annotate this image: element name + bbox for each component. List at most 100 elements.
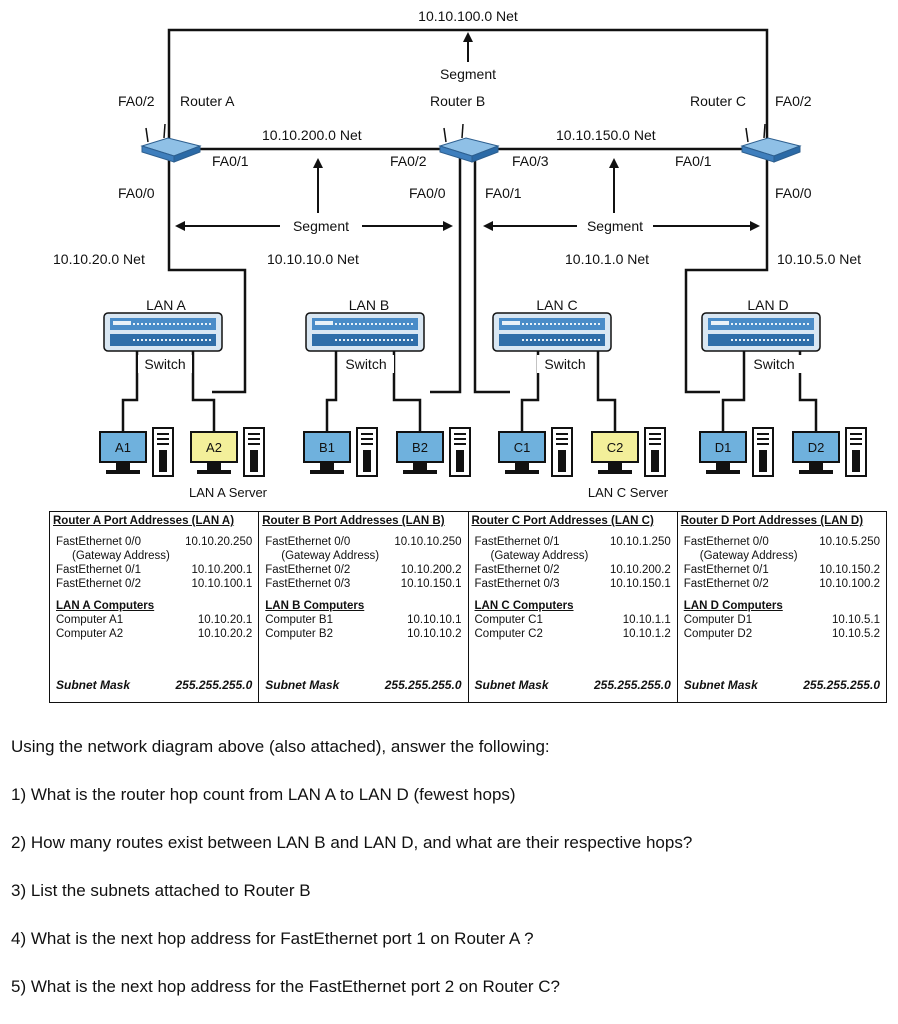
gateway-note: (Gateway Address) [490,550,589,562]
switch-a-label: Switch [144,356,185,372]
column-header: Router B Port Addresses (LAN B) [262,515,445,527]
router-b-fa01-label: FA0/1 [485,185,522,201]
lan-b-label: LAN B [349,297,389,313]
router-a-fa02-label: FA0/2 [118,93,155,109]
net-a-lan-label: 10.10.20.0 Net [53,251,145,267]
router-b-column: Router B Port Addresses (LAN B) FastEthe… [258,512,467,702]
router-a-fa01-label: FA0/1 [212,153,249,169]
question-2: 2) How many routes exist between LAN B a… [11,833,693,852]
computer-d2-icon: D2 [792,427,867,477]
gateway-note: (Gateway Address) [72,550,170,562]
router-a-label: Router A [180,93,235,109]
router-a-column: Router A Port Addresses (LAN A) FastEthe… [50,512,258,702]
switch-d-icon [701,312,821,352]
lan-a-label: LAN A [146,297,186,313]
gateway-note: (Gateway Address) [699,550,798,562]
question-5: 5) What is the next hop address for the … [11,977,561,996]
question-intro: Using the network diagram above (also at… [11,737,550,756]
network-diagram: A1 A2 B1 B2 C1 [53,8,867,500]
router-c-fa01-label: FA0/1 [675,153,712,169]
net-top-label: 10.10.100.0 Net [418,8,518,24]
switch-b-label: Switch [345,356,386,372]
router-c-label: Router C [690,93,746,109]
switch-a-icon [103,312,223,352]
column-header: Router C Port Addresses (LAN C) [471,515,654,527]
router-d-column: Router D Port Addresses (LAN D) FastEthe… [676,512,886,702]
net-c-lan-label: 10.10.1.0 Net [565,251,649,267]
question-3: 3) List the subnets attached to Router B [11,881,311,900]
computer-b2-icon: B2 [396,427,471,477]
computers-header: LAN B Computers [265,600,365,612]
computers-header: LAN D Computers [683,600,783,612]
computers-header: LAN A Computers [56,600,155,612]
network-links [121,28,818,432]
computer-label: D1 [715,440,732,455]
computer-label: B2 [412,440,428,455]
computers: A1 A2 B1 B2 C1 [99,427,867,477]
segment-arrows [175,32,760,231]
computer-label: C1 [514,440,531,455]
router-a-fa00-label: FA0/0 [118,185,155,201]
computer-a1-icon: A1 [99,427,174,477]
port-address-table: Router A Port Addresses (LAN A) FastEthe… [49,511,887,703]
column-header: Router D Port Addresses (LAN D) [680,515,864,527]
router-c-column: Router C Port Addresses (LAN C) FastEthe… [467,512,677,702]
question-1: 1) What is the router hop count from LAN… [11,785,516,804]
router-c-icon [741,123,801,163]
segment-top-label: Segment [440,66,496,82]
router-b-fa00-label: FA0/0 [409,185,446,201]
router-b-fa02-label: FA0/2 [390,153,427,169]
computer-c1-icon: C1 [498,427,573,477]
net-bc-label: 10.10.150.0 Net [556,127,656,143]
router-b-icon [439,123,499,163]
switch-c-label: Switch [544,356,585,372]
router-b-label: Router B [430,93,485,109]
segment-bc-label: Segment [587,218,643,234]
computers-header: LAN C Computers [474,600,574,612]
computer-b1-icon: B1 [303,427,378,477]
lan-d-label: LAN D [747,297,788,313]
lan-c-label: LAN C [536,297,577,313]
computer-label: D2 [808,440,825,455]
computer-label: B1 [319,440,335,455]
router-c-fa00-label: FA0/0 [775,185,812,201]
question-4: 4) What is the next hop address for Fast… [11,929,534,948]
switch-b-icon [305,312,425,352]
segment-ab-label: Segment [293,218,349,234]
computer-label: C2 [607,440,624,455]
computer-a2-icon: A2 [190,427,265,477]
computer-c2-icon: C2 [591,427,666,477]
net-b-lan-label: 10.10.10.0 Net [267,251,359,267]
computer-label: A1 [115,440,131,455]
router-b-fa03-label: FA0/3 [512,153,549,169]
column-header: Router A Port Addresses (LAN A) [53,515,235,527]
gateway-note: (Gateway Address) [281,550,380,562]
switch-c-icon [492,312,612,352]
router-c-fa02-label: FA0/2 [775,93,812,109]
lan-a-server-label: LAN A Server [189,485,268,500]
